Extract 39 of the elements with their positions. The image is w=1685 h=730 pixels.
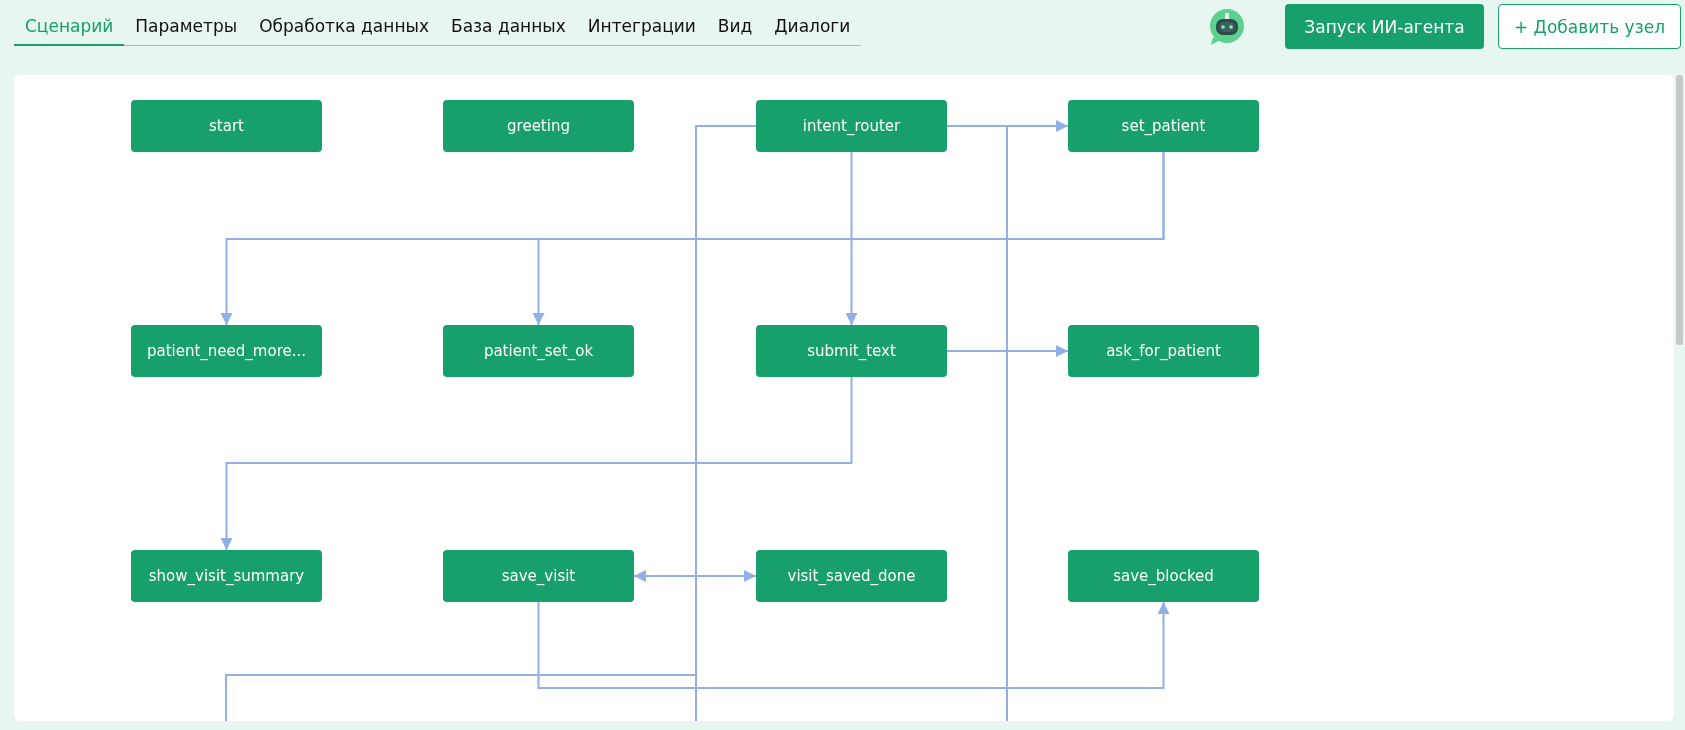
node-label: ask_for_patient (1106, 342, 1221, 360)
tab: База данных (440, 10, 577, 46)
step-node (756, 550, 947, 602)
step-node (756, 325, 947, 377)
node-label: patient_need_more... (147, 342, 306, 360)
step-node (1068, 550, 1259, 602)
tab: Диалоги (763, 10, 862, 46)
tab: Обработка данных (248, 10, 440, 46)
node-label: show_visit_summary (148, 567, 305, 585)
step-node (443, 550, 634, 602)
node-label: greeting (507, 117, 570, 135)
node-label: start (209, 117, 244, 135)
launch-agent-button: Запуск ИИ-агента (1285, 4, 1484, 49)
connector-arrow (946, 345, 1069, 357)
step-node (131, 325, 322, 377)
step-node (131, 100, 322, 152)
node-label: save_visit (501, 567, 576, 585)
tab: Сценарий (14, 10, 125, 46)
node-label: submit_text (807, 342, 896, 360)
node-label: set_patient (1121, 117, 1206, 135)
tab: Параметры (124, 10, 249, 46)
step-node (1068, 325, 1259, 377)
node-label: visit_saved_done (787, 567, 916, 585)
node-label: intent_router (802, 117, 901, 135)
connector-arrow (537, 601, 1170, 689)
step-node (443, 100, 634, 152)
connector-arrow (845, 151, 858, 326)
node-label: patient_set_ok (483, 342, 594, 360)
step-node (756, 100, 947, 152)
node-label: save_blocked (1113, 567, 1214, 585)
step-node (1068, 100, 1259, 152)
connector-arrow (532, 151, 1165, 326)
tab: Интеграции (576, 10, 707, 46)
connector-arrow (633, 570, 757, 582)
step-node (443, 325, 634, 377)
connector-arrow (220, 376, 853, 551)
step-node (131, 550, 322, 602)
add-node-button: + Добавить узел (1498, 4, 1681, 49)
tab: Вид (706, 10, 764, 46)
